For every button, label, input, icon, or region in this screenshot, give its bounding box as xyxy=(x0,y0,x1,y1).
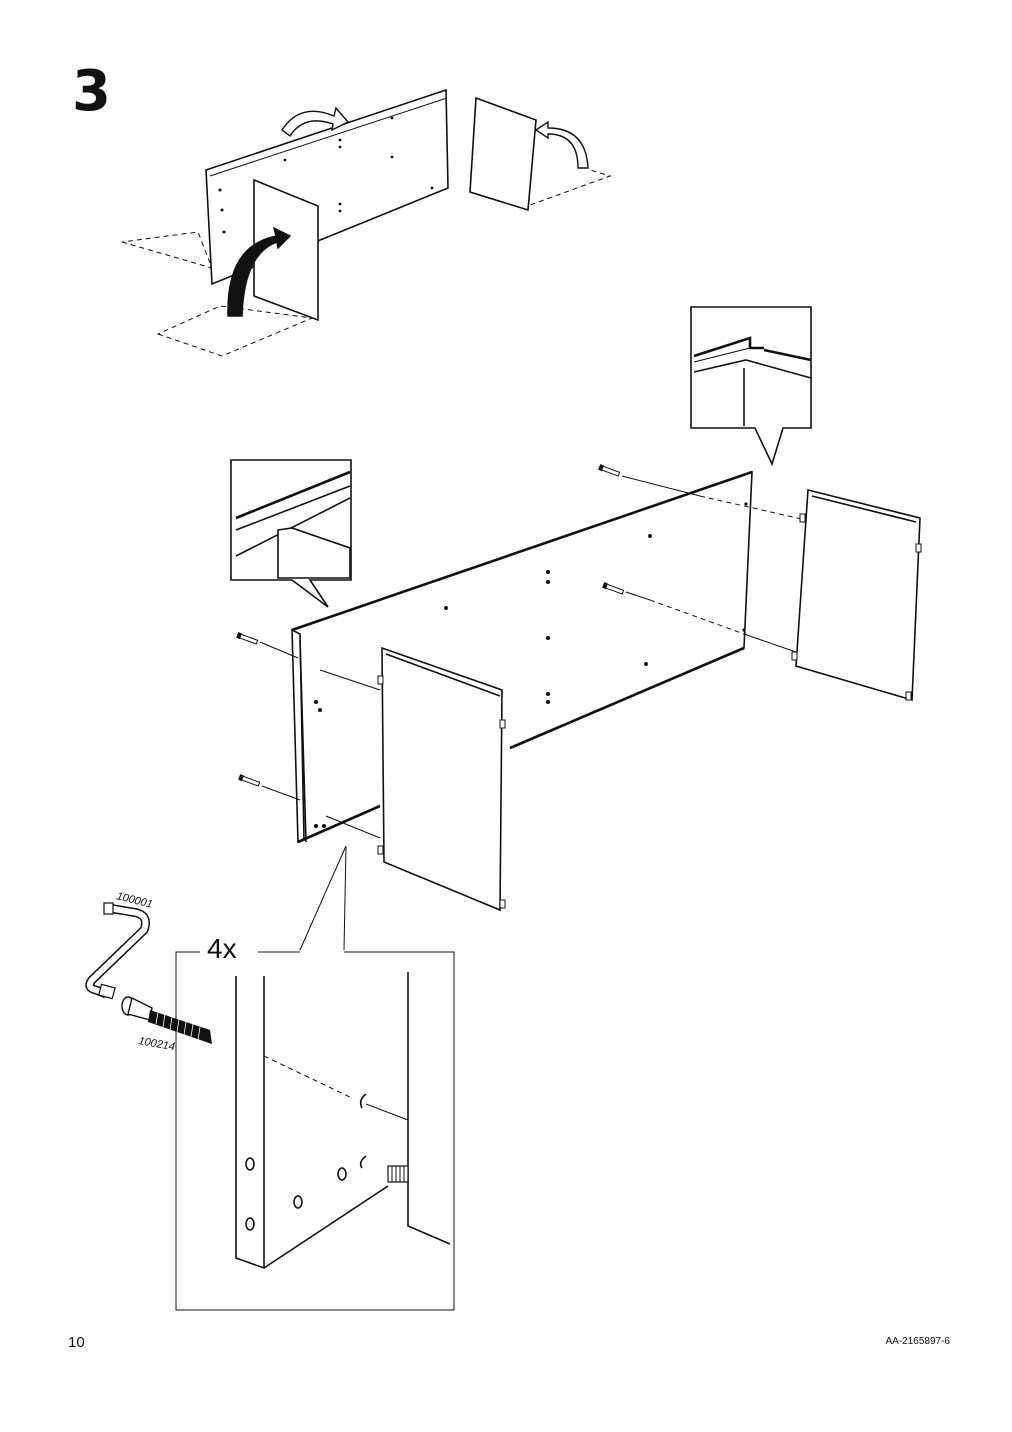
fitting-screw-icon xyxy=(236,632,259,645)
callout-joint-right xyxy=(690,306,812,467)
side-panel-right xyxy=(795,488,921,702)
rotate-arrow-icon xyxy=(281,106,350,138)
fitting-screw-icon xyxy=(602,582,625,595)
main-assembly xyxy=(236,464,922,951)
side-panel-top-right xyxy=(469,96,537,212)
detail-box: 4x xyxy=(175,933,455,1311)
quantity-label: 4x xyxy=(207,933,237,964)
callout-joint-left xyxy=(230,459,352,608)
fitting-screw-icon xyxy=(598,464,621,477)
part-number-dowel-screw: 100214 xyxy=(137,1035,175,1053)
rotate-arrow-icon xyxy=(227,226,292,317)
fitting-screw-icon xyxy=(238,774,261,787)
page-number: 10 xyxy=(68,1334,85,1351)
dowel-icon xyxy=(387,1165,409,1183)
rotate-arrow-icon xyxy=(534,120,589,169)
allen-key-icon xyxy=(85,902,150,1000)
back-panel xyxy=(291,470,753,749)
step-number: 3 xyxy=(72,59,111,124)
dowel-screw-icon xyxy=(121,996,212,1044)
side-panel-left xyxy=(381,646,503,912)
top-scene xyxy=(121,88,612,357)
document-code: AA-2165897-6 xyxy=(885,1336,951,1347)
